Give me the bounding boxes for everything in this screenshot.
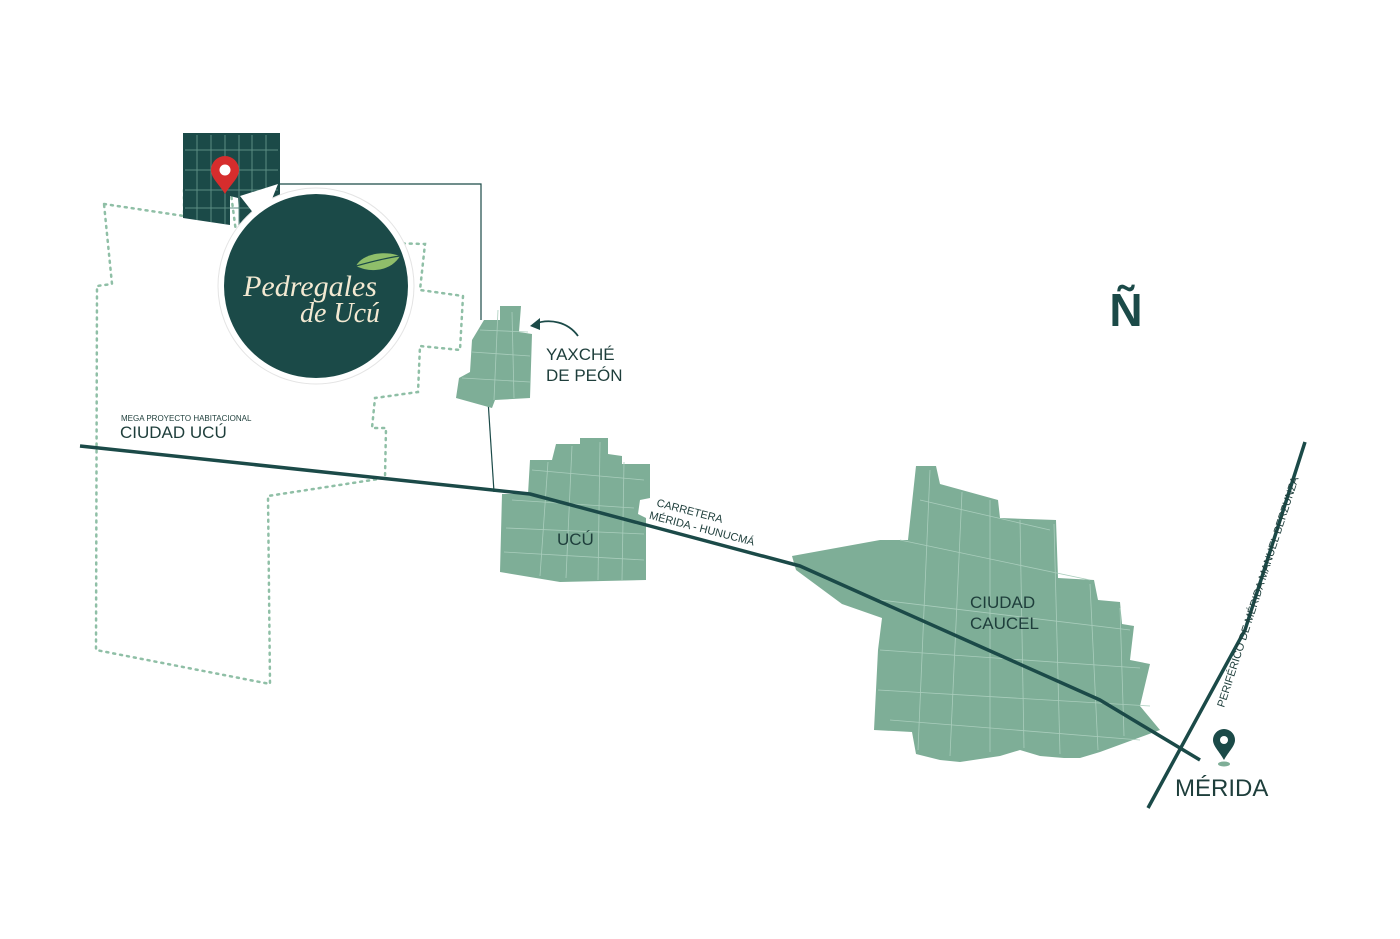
ciudad-ucu-boundary — [94, 184, 465, 686]
caucel-town-area — [792, 466, 1160, 762]
logo-line2: de Ucú — [300, 298, 380, 329]
north-compass: Ñ — [1109, 284, 1142, 336]
leaf-icon — [355, 253, 401, 271]
map-pin-red-icon — [211, 156, 239, 194]
periferico-label: PERIFÉRICO DE MÉRIDA MANUEL BERZUNZA — [1214, 474, 1301, 708]
periferico-road — [1146, 441, 1307, 809]
carretera-merida-hunucma — [79, 444, 1201, 762]
ucu-town-area — [500, 438, 650, 582]
map-pin-green-icon — [1213, 729, 1235, 767]
property-connector-line — [272, 183, 482, 320]
caucel-label-line2: CAUCEL — [970, 614, 1039, 633]
caucel-label-line1: CIUDAD — [970, 593, 1035, 612]
ciudad-ucu-label: CIUDAD UCÚ — [120, 423, 227, 442]
yaxche-town-area — [456, 306, 532, 408]
logo-line1: Pedregales — [242, 270, 377, 303]
ucu-label: UCÚ — [557, 530, 594, 549]
yaxche-connector-line — [487, 399, 495, 493]
pedregales-logo-badge: Pedregales de Ucú — [217, 184, 415, 385]
curved-arrow-icon — [530, 318, 579, 337]
yaxche-label-line2: DE PEÓN — [546, 366, 623, 385]
mega-proyecto-label: MEGA PROYECTO HABITACIONAL — [121, 414, 252, 423]
merida-label: MÉRIDA — [1175, 775, 1268, 802]
yaxche-label-line1: YAXCHÉ — [546, 345, 615, 364]
